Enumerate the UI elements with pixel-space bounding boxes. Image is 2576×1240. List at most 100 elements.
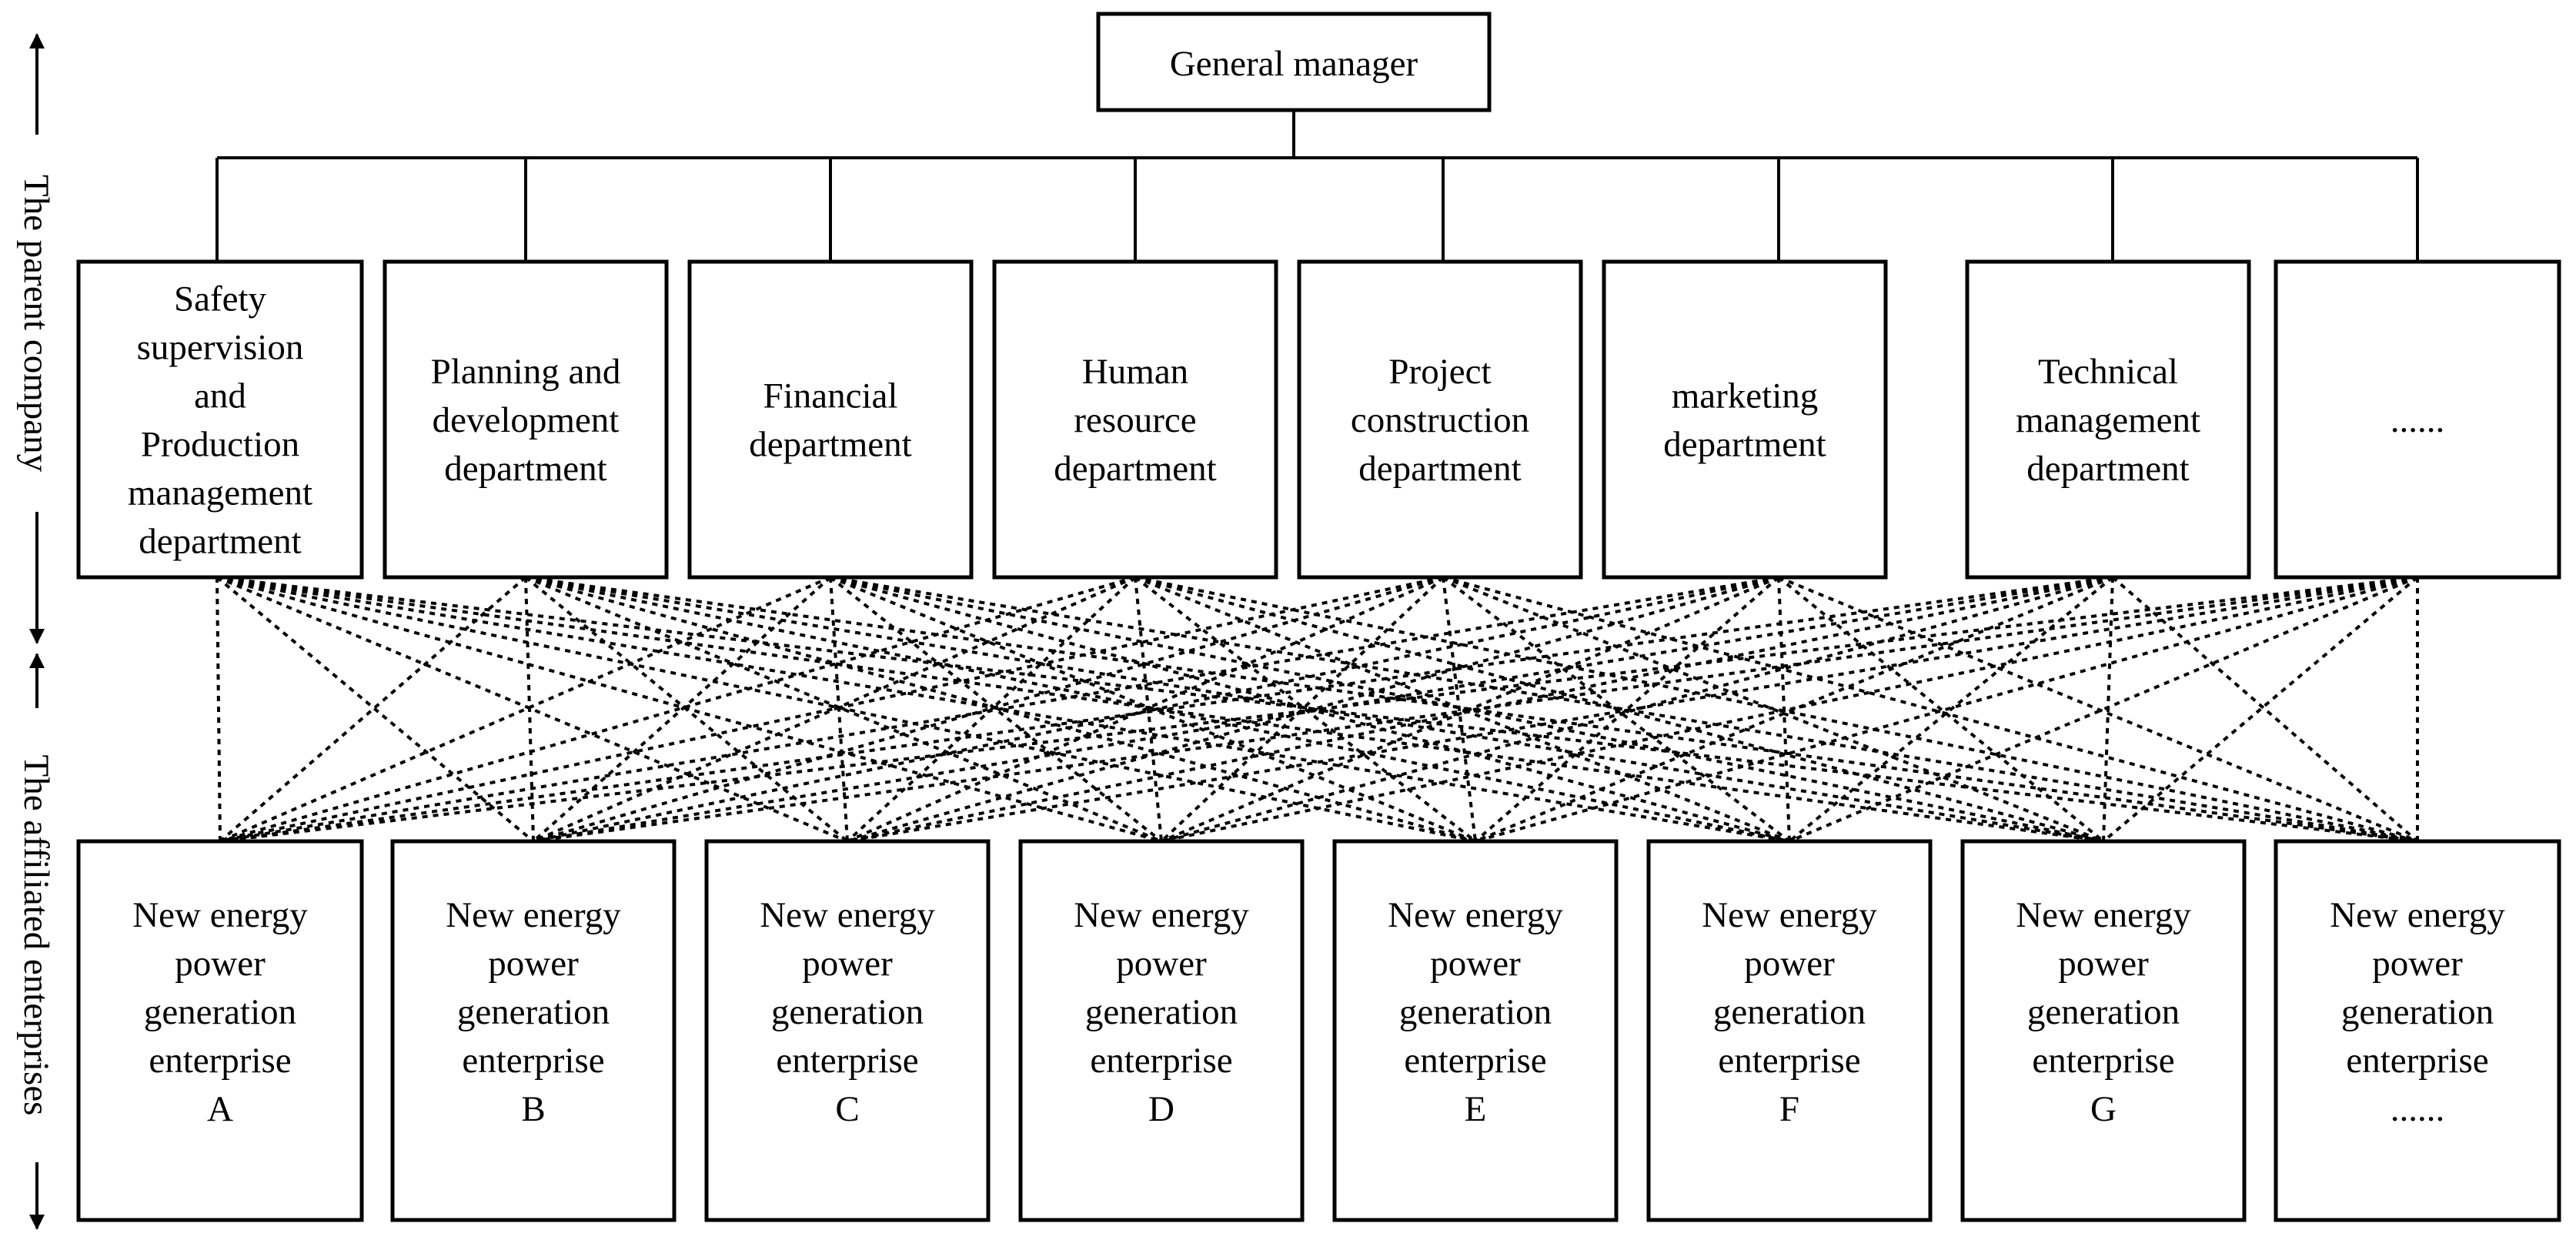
enterprise-node-label-line: power (1744, 944, 1835, 984)
department-node-label-line: marketing (1672, 376, 1819, 416)
enterprise-node-label-line: generation (457, 992, 610, 1032)
enterprise-node-label-line: D (1148, 1089, 1174, 1129)
department-node-label-line: ...... (2391, 400, 2445, 440)
enterprise-node-label-line: New energy (132, 895, 308, 935)
enterprise-node-label-line: enterprise (462, 1041, 604, 1081)
department-node-label-line: department (2026, 449, 2189, 489)
relation-link (216, 576, 1476, 843)
relation-link (2111, 576, 2419, 843)
relation-link (524, 577, 535, 842)
department-node-label-line: Safety (174, 279, 267, 319)
relation-link (219, 576, 831, 843)
relation-link (1161, 576, 1779, 843)
relation-link (1778, 576, 2418, 843)
relation-link (1442, 576, 1791, 843)
enterprise-node-label-line: generation (1713, 992, 1866, 1032)
relation-link (1442, 576, 2104, 843)
relation-link (847, 576, 2418, 843)
relation-link (533, 576, 2418, 843)
enterprise-node-label-line: New energy (2330, 895, 2505, 935)
relation-link (1134, 577, 1163, 842)
enterprise-node-label-line: New energy (1702, 895, 1877, 935)
enterprise-node-label-line: New energy (760, 895, 935, 935)
relation-link (219, 576, 1779, 843)
enterprise-node-label-line: New energy (1074, 895, 1249, 935)
department-node-label-line: and (194, 376, 246, 416)
enterprise-node-label-line: enterprise (2346, 1041, 2488, 1081)
enterprise-node-label-line: enterprise (149, 1041, 291, 1081)
department-node-label-line: resource (1074, 400, 1196, 440)
relation-link (524, 576, 849, 843)
enterprise-node-label-line: generation (771, 992, 924, 1032)
enterprise-node-label-line: ...... (2391, 1089, 2445, 1129)
parent-company-label: The parent company (16, 175, 56, 473)
enterprise-node-label-line: B (521, 1089, 545, 1129)
enterprise-node-label-line: A (207, 1089, 233, 1129)
department-node-label-line: development (433, 400, 620, 440)
relation-link (219, 576, 1444, 843)
enterprise-node-label-line: G (2090, 1089, 2117, 1129)
enterprise-node-label-line: power (2058, 944, 2149, 984)
enterprise-node-label-line: power (488, 944, 579, 984)
enterprise-node-label-line: F (1779, 1089, 1799, 1129)
enterprise-node-label-line: power (175, 944, 266, 984)
department-node-label-line: Human (1082, 352, 1188, 392)
department-node-label-line: Technical (2038, 352, 2178, 392)
relation-link (847, 576, 1444, 843)
department-node-label-line: department (1358, 449, 1521, 489)
relation-link (216, 577, 222, 842)
enterprise-node-label-line: generation (1085, 992, 1238, 1032)
affiliated-enterprises-label: The affiliated enterprises (16, 755, 56, 1116)
department-node-label-line: department (749, 425, 911, 465)
relation-link (533, 576, 1444, 843)
relation-link (1442, 577, 1477, 842)
enterprise-node-label-line: New energy (2016, 895, 2191, 935)
general-manager-label: General manager (1170, 44, 1418, 84)
enterprise-node-label-line: enterprise (1404, 1041, 1546, 1081)
department-node: Human resource department (992, 259, 1278, 580)
relation-link (2102, 577, 2114, 842)
relation-link (1161, 576, 2418, 843)
relation-link (830, 576, 2418, 843)
relation-link (1474, 576, 1780, 843)
enterprise-node-label-line: enterprise (1090, 1041, 1232, 1081)
relation-link (1475, 576, 2418, 843)
department-node-label-line: department (1054, 449, 1216, 489)
relation-link (1442, 576, 2418, 843)
relation-link (1134, 576, 1790, 843)
general-manager-node: General manager (1096, 12, 1492, 112)
relation-link (1777, 576, 2105, 843)
relation-link (533, 576, 1779, 843)
enterprise-node-label-line: E (1465, 1089, 1487, 1129)
department-node: ...... (2274, 259, 2561, 580)
relation-link (1134, 576, 2418, 843)
hierarchy-connectors (216, 110, 2419, 262)
department-node-label-line: Planning and (431, 352, 621, 392)
relation-link (216, 576, 535, 843)
enterprise-node-label-line: power (802, 944, 893, 984)
affiliated-enterprises-indicator: The affiliated enterprises (16, 653, 56, 1230)
department-node-label-line: Project (1388, 352, 1491, 392)
department-node-label-line: department (444, 449, 606, 489)
relation-link (219, 576, 1136, 843)
department-enterprise-links (216, 576, 2419, 843)
department-node: Planning and development department (383, 259, 669, 580)
relation-link (532, 576, 832, 843)
relation-link (1161, 576, 2113, 843)
relation-link (1134, 576, 1477, 843)
enterprise-node-label-line: power (1430, 944, 1521, 984)
relation-link (219, 576, 527, 843)
department-node-label-line: department (139, 522, 301, 562)
enterprise-node-label-line: C (835, 1089, 859, 1129)
department-node: SafetysupervisionandProductionmanagement… (76, 259, 364, 580)
